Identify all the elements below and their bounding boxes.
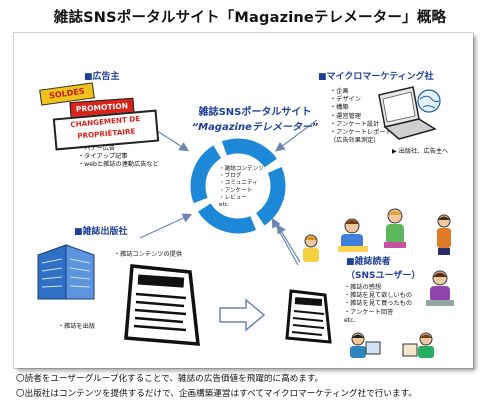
readers-items: ・雑誌の感想 ・雑誌を見て欲しいもの ・雑誌を見て買ったもの ・アンケート回答 … [344,284,412,325]
advertiser-item: ・webと雑誌の連動広告など [78,161,159,169]
flow-right-arrow [219,298,266,332]
magazine-large-illustration [124,264,200,346]
readers-item: ・雑誌を見て欲しいもの [344,292,413,300]
arrow-publisher [139,213,193,239]
laptop-globe-illustration [378,86,441,140]
center-subtitle: “Magazineテレメーター” [191,122,319,133]
micro-item: ・構築 [330,104,349,112]
reader-person-illustration [426,270,454,306]
reader-person-illustration [350,332,381,358]
cycle-arrows-icon [190,138,286,234]
micro-item: （広告効果測定） [330,137,380,145]
micro-item: ・デザイン [330,96,361,104]
center-item: ・ブログ [219,173,242,180]
magazine-small-illustration [285,289,332,344]
reader-person-illustration [338,218,368,252]
reader-person-illustration [402,332,434,358]
publisher-heading: ■雑誌出版社 [74,227,128,237]
micro-note: ▶ 出版社、広告主へ [392,148,448,156]
advertiser-item: ・バナー広告 [78,145,116,152]
center-items: ・雑誌コンテンツ ・ブログ ・コミュニティ ・アンケート ・レビュー etc. [219,166,264,209]
publisher-item2: ・雑誌を出版 [58,323,96,330]
center-item: ・コミュニティ [219,180,258,187]
micro-item: ・アンケート設計 [330,120,380,128]
readers-item: ・アンケート回答 [344,308,394,316]
building-illustration [37,244,95,300]
micro-heading: ■マイクロマーケティング社 [318,72,434,82]
footer-note: 〇読者をユーザーグループ化することで、雑誌の広告価値を飛躍的に高めます。 [16,374,324,384]
publisher-item1: ・雑誌コンテンツの提供 [114,251,183,258]
readers-item: etc. [344,316,356,324]
center-item: ・雑誌コンテンツ [219,166,264,172]
center-item: etc. [219,202,230,209]
readers-heading: ■雑誌読者 [346,257,391,267]
reader-person-illustration [303,234,319,262]
diagram-title: 雑誌SNSポータルサイト「Magazineテレメーター」概略 [53,10,447,26]
center-title: 雑誌SNSポータルサイト [198,107,312,118]
footer-note: 〇出版社はコンテンツを提供するだけで、企画構築運営はすべてマイクロマーケティング… [16,389,417,399]
readers-subheading: （SNSユーザー） [346,271,421,281]
micro-item: ・アンケートレポート [330,129,392,137]
advertiser-items: ・バナー広告 ・タイアップ記事 ・webと雑誌の連動広告など [78,145,159,170]
micro-items: ・企画 ・デザイン ・構築 ・運営管理 ・アンケート設計 ・アンケートレポート … [330,88,392,145]
play-icon: ▶ [392,148,399,155]
readers-item: ・雑誌の感想 [344,284,382,291]
readers-item: ・雑誌を見て買ったもの [344,300,413,308]
micro-item: ・運営管理 [330,112,361,120]
advertiser-item: ・タイアップ記事 [78,153,128,161]
advertiser-heading: ■広告主 [84,72,120,82]
center-item: ・アンケート [219,187,253,194]
center-item: ・レビュー [219,194,247,201]
reader-person-illustration [384,208,406,248]
reader-person-illustration [437,214,451,255]
micro-note-text: 出版社、広告主へ [398,148,449,155]
arrow-reader-site [276,223,301,263]
arrow-micro [275,119,318,152]
advertiser-stickers-illustration: SOLDES PROMOTION CHANGEMENT DE PROPRIÉTA… [39,80,160,151]
micro-item: ・企画 [330,88,349,95]
